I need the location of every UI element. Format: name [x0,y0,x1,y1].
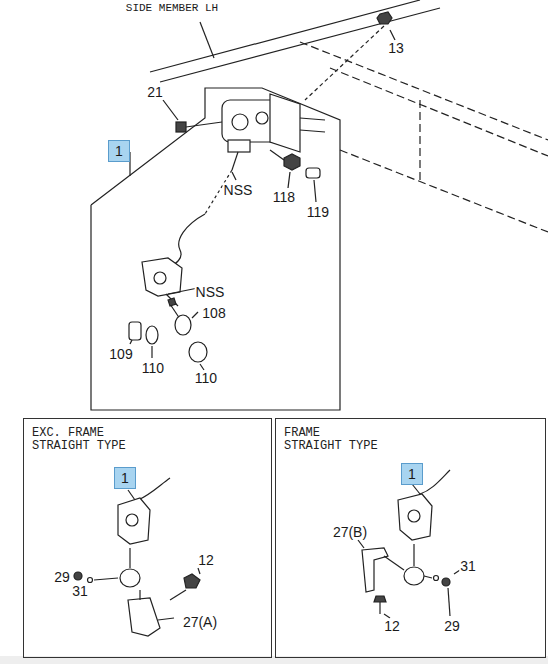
callout-number: 29 [53,570,71,585]
callout-number: 31 [459,559,477,574]
variant-heading: EXC. FRAME STRAIGHT TYPE [32,427,128,453]
callout-number: 12 [383,619,401,634]
callout-number: NSS [223,183,254,198]
variant-panel: EXC. FRAME STRAIGHT TYPE 1 [23,418,272,658]
callout-number: 110 [194,371,218,386]
part-name: SIDE MEMBER LH [125,1,219,16]
callout-number: 118 [272,190,296,205]
callout-number: 1 [408,466,416,482]
callout-number: NSS [195,285,226,300]
callout-box: 1 [401,463,423,485]
callout-box: 1 [108,140,130,162]
variant-heading: FRAME STRAIGHT TYPE [284,427,380,453]
callout-number: 31 [71,584,89,599]
callout-number: 108 [201,306,226,321]
callout-number: 109 [108,347,133,362]
callout-number: 1 [115,143,123,159]
callout-number: 1 [121,470,129,486]
callout-number: 13 [387,41,405,56]
callout-number: 27(A) [182,615,218,630]
variant-panel: FRAME STRAIGHT TYPE 1 [275,418,546,658]
callout-box: 1 [114,467,136,489]
callout-number: 12 [197,553,215,568]
callout-number: 27(B) [332,525,368,540]
callout-number: 119 [306,205,330,220]
callout-number: 110 [141,361,165,376]
callout-number: 29 [443,619,461,634]
callout-number: 21 [146,85,164,100]
